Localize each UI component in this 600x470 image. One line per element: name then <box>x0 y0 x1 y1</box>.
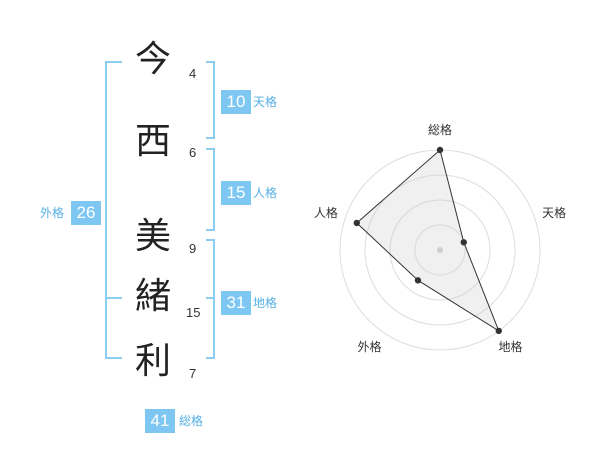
radar-area <box>356 149 500 333</box>
name-char-2: 西 <box>134 121 171 162</box>
radar-axis-label-0: 総格 <box>428 122 452 137</box>
soukaku-label: 総格 <box>179 414 204 428</box>
radar-axis-label-2: 地格 <box>499 339 523 354</box>
radar-point-1 <box>460 239 467 246</box>
radar-center-dot <box>437 247 443 253</box>
radar-axis-label-3: 外格 <box>357 339 381 354</box>
jinkaku-bracket <box>206 148 215 231</box>
gaikaku-label: 外格 <box>40 206 65 220</box>
jinkaku-value: 15 <box>221 181 251 205</box>
tenkaku-value: 10 <box>221 90 251 114</box>
stroke-count-5: 7 <box>189 366 197 381</box>
name-char-1: 今 <box>134 39 171 80</box>
radar-point-3 <box>414 277 422 284</box>
name-char-3: 美 <box>134 216 171 257</box>
radar-axis-label-1: 天格 <box>542 205 566 220</box>
radar-ring-2 <box>389 199 491 301</box>
chikaku-value: 31 <box>221 291 251 315</box>
stroke-count-3: 9 <box>189 241 197 256</box>
radar-ring-1 <box>414 224 466 276</box>
jinkaku-label: 人格 <box>253 186 278 200</box>
stroke-count-4: 15 <box>186 305 201 320</box>
radar-axis-label-4: 人格 <box>314 205 338 220</box>
radar-point-4 <box>353 219 360 227</box>
stroke-count-2: 6 <box>189 145 197 160</box>
radar-point-2 <box>495 327 502 335</box>
stroke-count-1: 4 <box>189 66 197 81</box>
name-char-5: 利 <box>134 341 171 382</box>
gaikaku-value: 26 <box>71 201 101 225</box>
tenkaku-bracket <box>206 61 215 139</box>
soukaku-value: 41 <box>145 409 175 433</box>
chikaku-label: 地格 <box>253 296 278 310</box>
radar-ring-3 <box>364 174 516 326</box>
tenkaku-label: 天格 <box>253 95 278 109</box>
name-char-4: 緒 <box>134 276 171 317</box>
outer-bracket <box>105 61 122 359</box>
radar-point-0 <box>436 146 444 154</box>
